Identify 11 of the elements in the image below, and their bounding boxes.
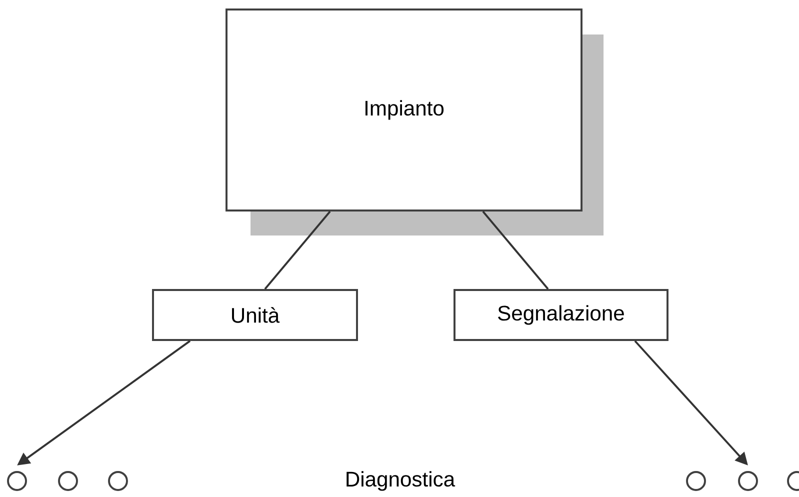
circle-symbol bbox=[58, 471, 78, 491]
process-box: Segnalazione bbox=[454, 289, 668, 341]
circle-symbol bbox=[686, 471, 706, 491]
process-box: Unità bbox=[152, 289, 358, 341]
connector-line bbox=[264, 210, 331, 290]
connector-line bbox=[482, 210, 549, 290]
process-box: Impianto bbox=[226, 8, 582, 212]
label: Diagnostica bbox=[346, 471, 456, 491]
circle-symbol bbox=[7, 471, 27, 491]
circle-symbol bbox=[108, 471, 128, 491]
circle-symbol bbox=[738, 471, 758, 491]
